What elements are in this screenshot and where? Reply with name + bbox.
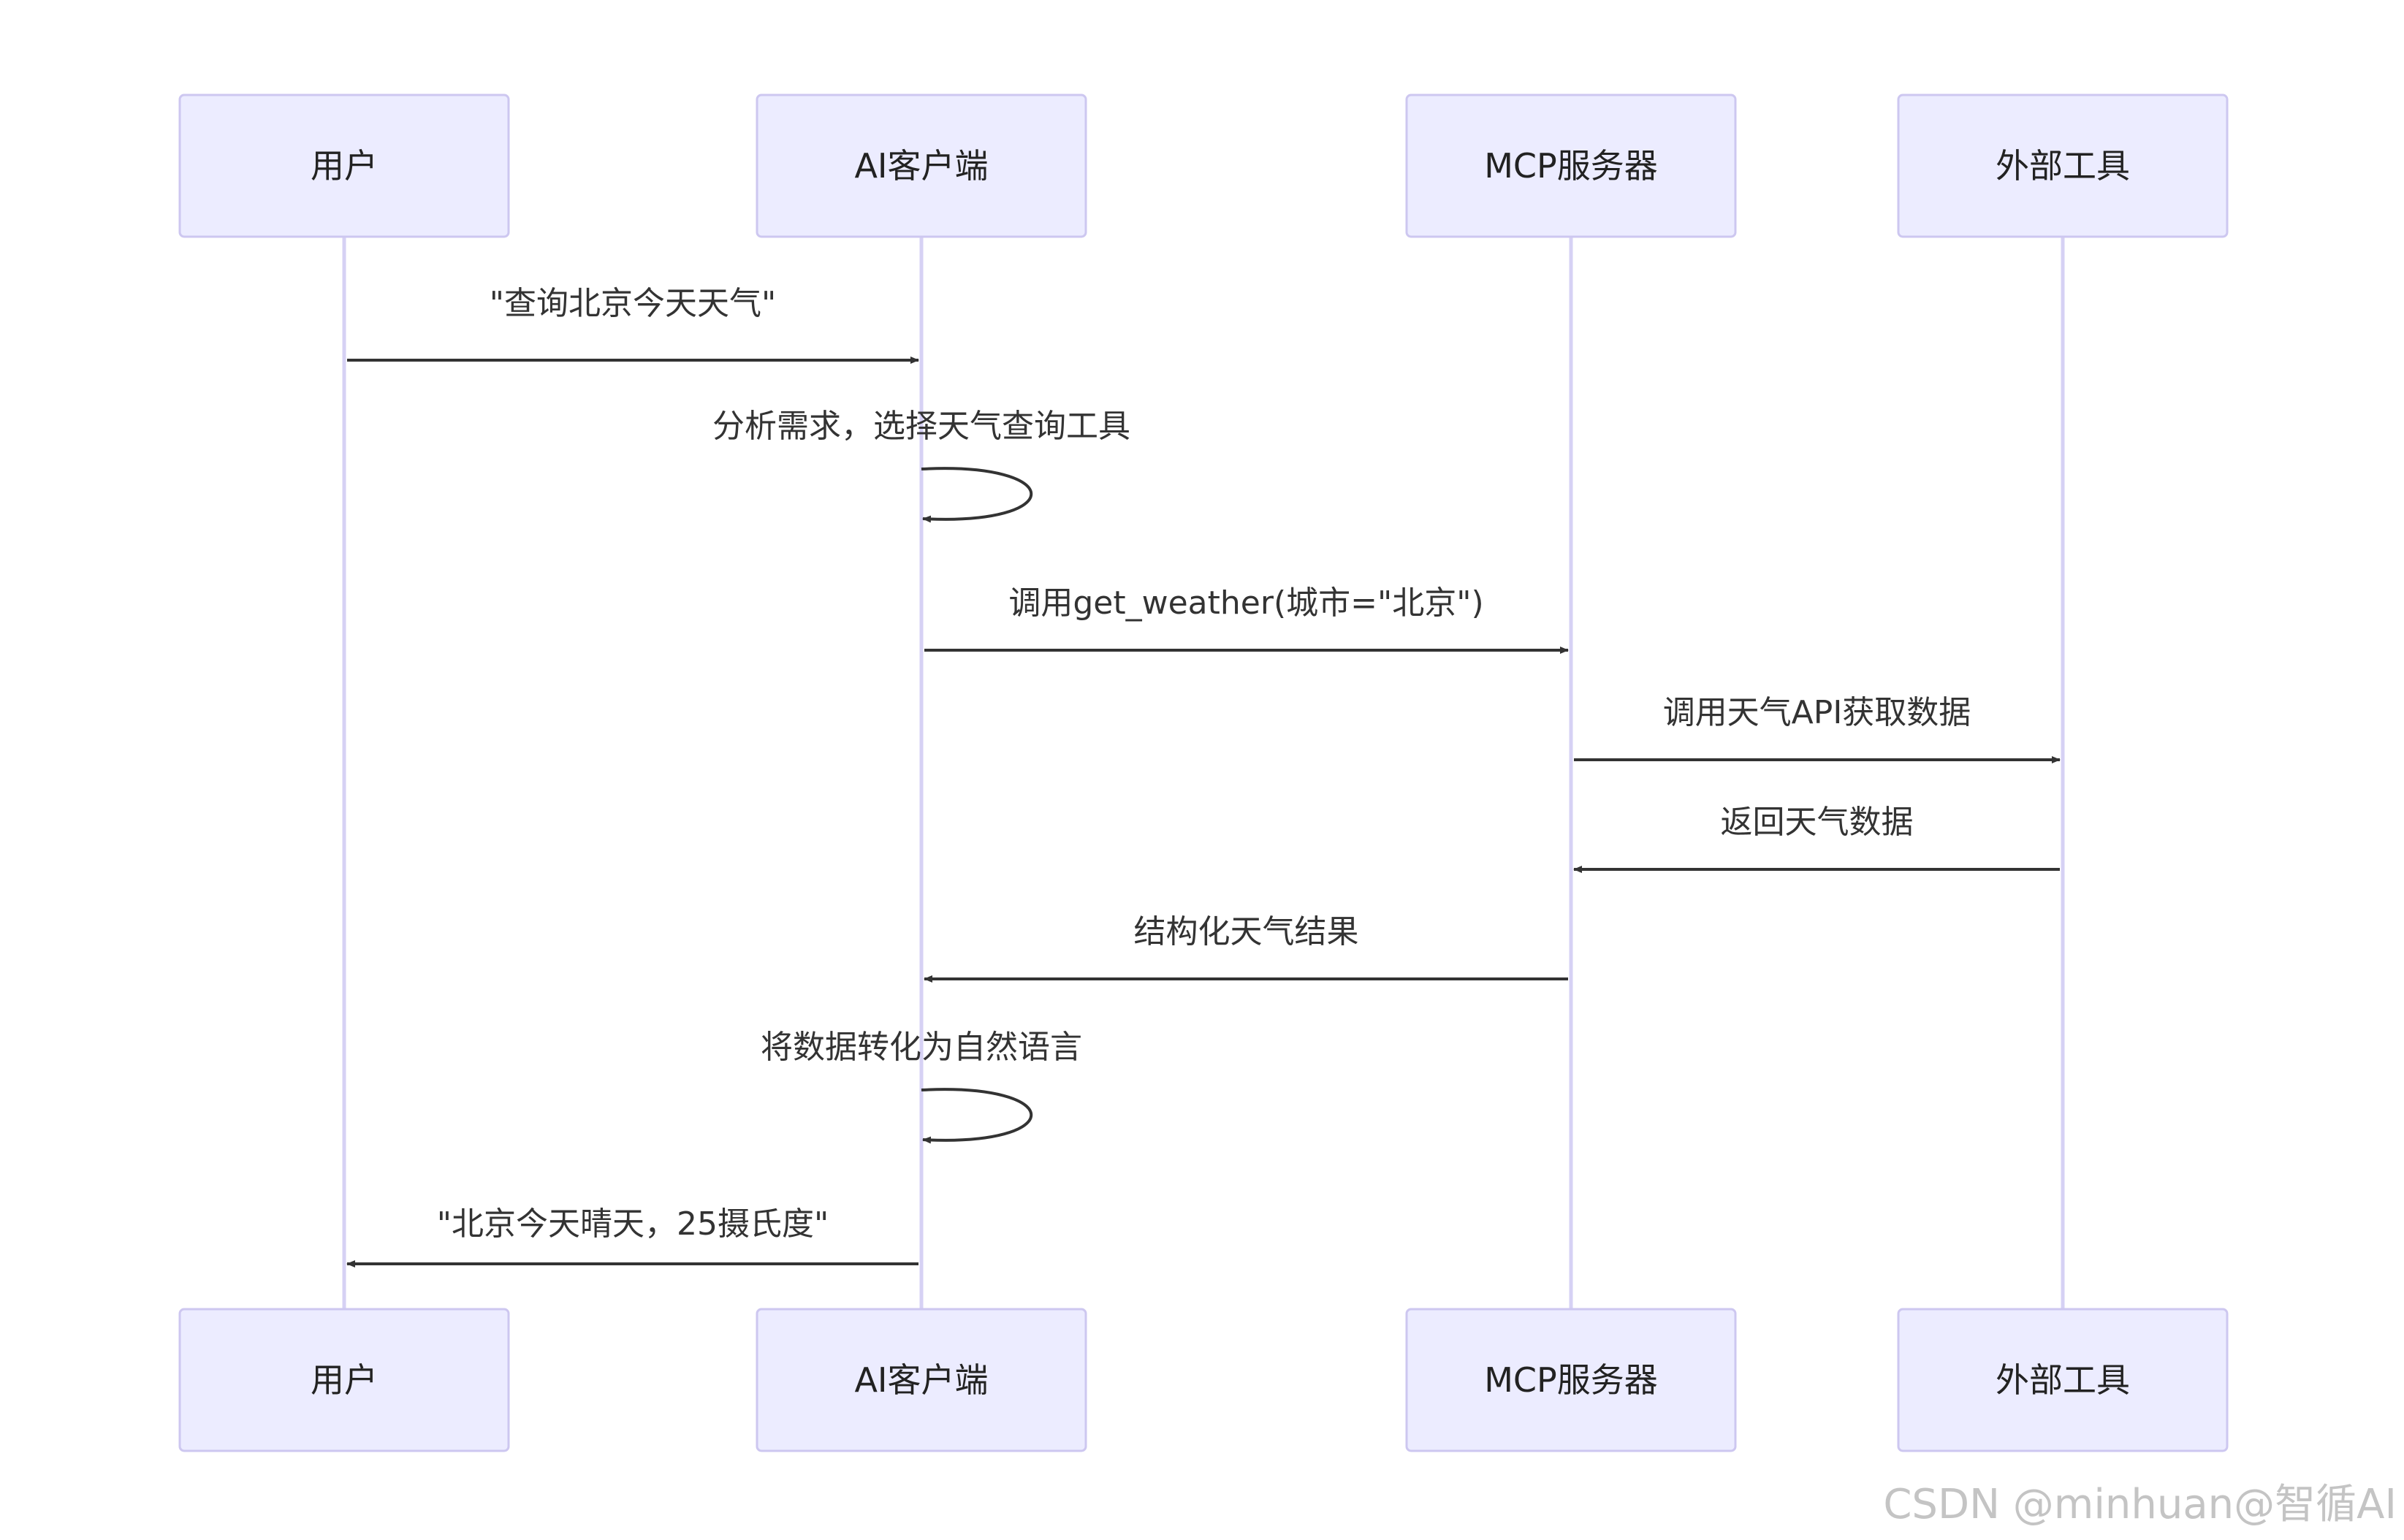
message-2: 分析需求，选择天气查询工具 bbox=[712, 408, 1130, 523]
message-4: 调用天气API获取数据 bbox=[1574, 694, 2061, 763]
message-label: 返回天气数据 bbox=[1721, 804, 1914, 841]
participant-box-tool-bottom: 外部工具 bbox=[1897, 1308, 2229, 1452]
participant-box-client-bottom: AI客户端 bbox=[756, 1308, 1087, 1452]
participant-rect bbox=[756, 94, 1087, 238]
message-label: 分析需求，选择天气查询工具 bbox=[712, 408, 1130, 445]
message-5: 返回天气数据 bbox=[1573, 804, 2060, 873]
participant-label: 用户 bbox=[311, 146, 378, 186]
participant-box-server-bottom: MCP服务器 bbox=[1405, 1308, 1737, 1452]
participant-box-server-top: MCP服务器 bbox=[1405, 94, 1737, 238]
self-message-arrow bbox=[921, 467, 1033, 523]
message-3: 调用get_weather(城市="北京") bbox=[924, 584, 1569, 654]
participant-rect bbox=[178, 94, 510, 238]
participant-rect bbox=[178, 1308, 510, 1452]
participant-box-user-bottom: 用户 bbox=[178, 1308, 510, 1452]
participant-rect bbox=[1897, 94, 2229, 238]
participant-label: 外部工具 bbox=[1996, 1360, 2130, 1400]
participant-rect bbox=[756, 1308, 1087, 1452]
participant-label: 用户 bbox=[311, 1360, 378, 1400]
message-label: "查询北京今天天气" bbox=[490, 285, 776, 322]
participant-label: 外部工具 bbox=[1996, 146, 2130, 186]
watermark-text: CSDN @minhuan@智循AI bbox=[1883, 1481, 2397, 1528]
participant-rect bbox=[1405, 94, 1737, 238]
message-8: "北京今天晴天，25摄氏度" bbox=[346, 1205, 918, 1268]
participant-label: AI客户端 bbox=[854, 146, 988, 186]
message-1: "查询北京今天天气" bbox=[347, 285, 919, 364]
participant-label: AI客户端 bbox=[854, 1360, 988, 1400]
message-label: "北京今天晴天，25摄氏度" bbox=[437, 1205, 829, 1243]
participant-rect bbox=[1405, 1308, 1737, 1452]
message-7: 将数据转化为自然语言 bbox=[761, 1029, 1082, 1144]
self-message-arrow bbox=[921, 1088, 1033, 1144]
message-label: 结构化天气结果 bbox=[1134, 913, 1359, 950]
participant-label: MCP服务器 bbox=[1484, 1360, 1658, 1400]
message-label: 调用get_weather(城市="北京") bbox=[1008, 584, 1483, 622]
message-label: 调用天气API获取数据 bbox=[1663, 694, 1971, 731]
participant-box-user-top: 用户 bbox=[178, 94, 510, 238]
participant-box-client-top: AI客户端 bbox=[756, 94, 1087, 238]
message-6: 结构化天气结果 bbox=[924, 913, 1568, 983]
participant-box-tool-top: 外部工具 bbox=[1897, 94, 2229, 238]
message-label: 将数据转化为自然语言 bbox=[761, 1029, 1082, 1066]
participant-rect bbox=[1897, 1308, 2229, 1452]
participant-label: MCP服务器 bbox=[1484, 146, 1658, 186]
